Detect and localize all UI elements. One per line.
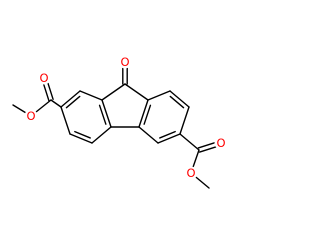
atom-label-right-ester-oxygen-mask — [184, 166, 198, 180]
bond-c9-c9a — [124, 83, 149, 101]
bond-right-ring-1 — [147, 90, 171, 101]
atom-label-right-ester-oxygen: O — [184, 166, 198, 180]
atom-label-left-ester-oxygen-text: O — [26, 109, 35, 123]
bond-left-ester-c — [50, 99, 62, 108]
bond-left-ring-1 — [79, 90, 103, 101]
bond-right-ring-4 — [157, 133, 181, 144]
bond-right-ring-inner-3 — [159, 130, 176, 139]
bond-c8a-c4a — [101, 99, 112, 128]
atom-label-left-carbonyl-oxygen-mask — [37, 71, 51, 85]
bond-left-ring-3 — [60, 106, 71, 135]
atom-label-left-ester-oxygen: O — [24, 109, 38, 123]
bond-left-ring-5 — [91, 126, 112, 144]
bond-left-ring-inner-3 — [74, 130, 91, 139]
atom-label-ketone-oxygen-mask — [118, 55, 132, 69]
atom-label-right-carbonyl-oxygen-text: O — [216, 136, 225, 150]
bond-left-ring-2 — [60, 90, 81, 108]
bond-right-ring-inner-2 — [169, 95, 185, 109]
bond-right-ring-5 — [138, 126, 159, 144]
atom-label-ketone-oxygen-text: O — [120, 55, 129, 69]
bond-right-ring-inner-1 — [143, 104, 152, 125]
bond-c9a-c4b — [138, 99, 149, 128]
atom-label-ketone-oxygen: O — [118, 55, 132, 69]
molecule-structure: O O O O O — [12, 55, 228, 189]
bond-left-ring-4 — [69, 133, 93, 144]
atom-label-left-ester-oxygen-mask — [24, 109, 38, 123]
bond-right-ring-3 — [179, 106, 190, 135]
bond-c9-c8a — [101, 83, 126, 101]
bond-right-ester-c — [179, 133, 200, 151]
bond-right-ring-2 — [169, 90, 190, 108]
bond-left-ring-inner-2 — [65, 95, 81, 109]
bond-left-ring-inner-1 — [98, 104, 107, 125]
atom-label-right-carbonyl-oxygen: O — [214, 136, 228, 150]
atom-label-left-carbonyl-oxygen: O — [37, 71, 51, 85]
structure-canvas: O O O O O — [12, 55, 228, 189]
atom-label-right-ester-oxygen-text: O — [186, 166, 195, 180]
atom-label-right-carbonyl-oxygen-mask — [214, 136, 228, 150]
atom-label-left-carbonyl-oxygen-text: O — [39, 71, 48, 85]
